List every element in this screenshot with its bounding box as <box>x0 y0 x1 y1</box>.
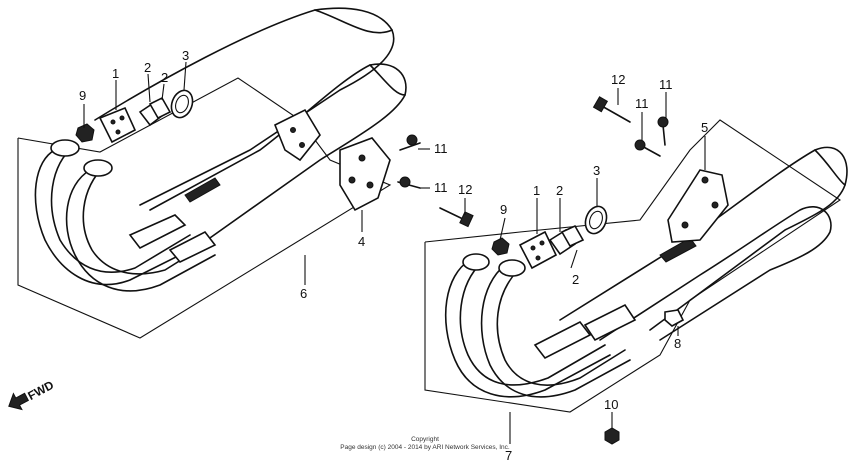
callout-left-4: 4 <box>358 234 365 249</box>
callout-left-11a: 11 <box>434 141 448 156</box>
left-header-pipe-1 <box>34 149 201 286</box>
callout-left-6: 6 <box>300 286 307 301</box>
right-pipe-opening-2 <box>498 259 526 277</box>
left-mount-plate-4 <box>339 137 391 212</box>
callout-left-12: 12 <box>458 182 472 197</box>
callout-left-2b: 2 <box>161 70 168 85</box>
left-heat-shield-2 <box>168 230 217 263</box>
right-bolt-11-right <box>657 116 669 146</box>
left-heat-shield-1 <box>128 214 187 250</box>
copyright-line-1: Copyright <box>411 436 439 443</box>
right-header-pipe-1 <box>444 259 611 398</box>
left-bolt-11-upper <box>399 134 421 151</box>
right-gasket-3 <box>584 205 608 235</box>
right-heat-shield-1 <box>533 320 592 360</box>
callout-labels: 9 1 2 2 3 11 11 12 4 6 9 1 2 2 3 12 11 1… <box>79 48 708 463</box>
callout-right-9: 9 <box>500 202 507 217</box>
left-collar-2 <box>138 96 172 127</box>
fwd-direction-marker: FWD <box>8 378 56 411</box>
right-header-pipe-2 <box>480 264 631 398</box>
left-muffler-assembly <box>17 7 474 339</box>
callout-right-2a: 2 <box>556 183 563 198</box>
right-muffler-assembly <box>424 96 848 445</box>
right-bolt-12 <box>592 96 631 123</box>
left-muffler-bracket <box>273 108 321 162</box>
callout-left-11b: 11 <box>434 180 448 195</box>
callout-right-1: 1 <box>533 183 540 198</box>
left-pipe-opening-2 <box>83 159 113 177</box>
right-collar-2 <box>548 224 585 256</box>
callout-left-3: 3 <box>182 48 189 63</box>
left-pipe-opening-1 <box>50 139 80 157</box>
callout-left-1: 1 <box>112 66 119 81</box>
right-bolt-11-left <box>634 139 661 157</box>
right-nut-10 <box>604 427 620 445</box>
right-flange-1 <box>518 230 558 270</box>
callout-right-7: 7 <box>505 448 512 463</box>
fwd-arrow-icon <box>8 392 30 411</box>
callout-right-3: 3 <box>593 163 600 178</box>
left-flange-1 <box>98 106 137 144</box>
fwd-label: FWD <box>25 378 56 403</box>
copyright-line-2: Page design (c) 2004 - 2014 by ARI Netwo… <box>340 444 510 451</box>
right-nut-9 <box>491 237 510 256</box>
right-clip-8 <box>664 309 685 327</box>
left-header-pipe-2 <box>65 169 216 292</box>
callout-right-11b: 11 <box>659 77 673 92</box>
left-bolt-12 <box>439 207 474 228</box>
left-gasket-3 <box>170 89 194 119</box>
right-mount-plate-5 <box>667 169 729 243</box>
left-bolt-11-lower <box>397 176 421 189</box>
callout-right-8: 8 <box>674 336 681 351</box>
right-lower-muffler <box>599 206 832 341</box>
callout-right-10: 10 <box>604 397 618 412</box>
callout-right-12: 12 <box>611 72 625 87</box>
right-heat-shield-2 <box>583 303 637 342</box>
callout-left-2a: 2 <box>144 60 151 75</box>
right-pipe-opening-1 <box>462 253 490 271</box>
callout-right-5: 5 <box>701 120 708 135</box>
leader-lines <box>83 61 706 444</box>
left-nut-9 <box>75 123 95 143</box>
callout-right-11a: 11 <box>635 96 649 111</box>
callout-right-2b: 2 <box>572 272 579 287</box>
left-assembly-outline <box>17 77 392 339</box>
callout-left-9: 9 <box>79 88 86 103</box>
copyright-notice: Copyright Page design (c) 2004 - 2014 by… <box>340 436 510 451</box>
